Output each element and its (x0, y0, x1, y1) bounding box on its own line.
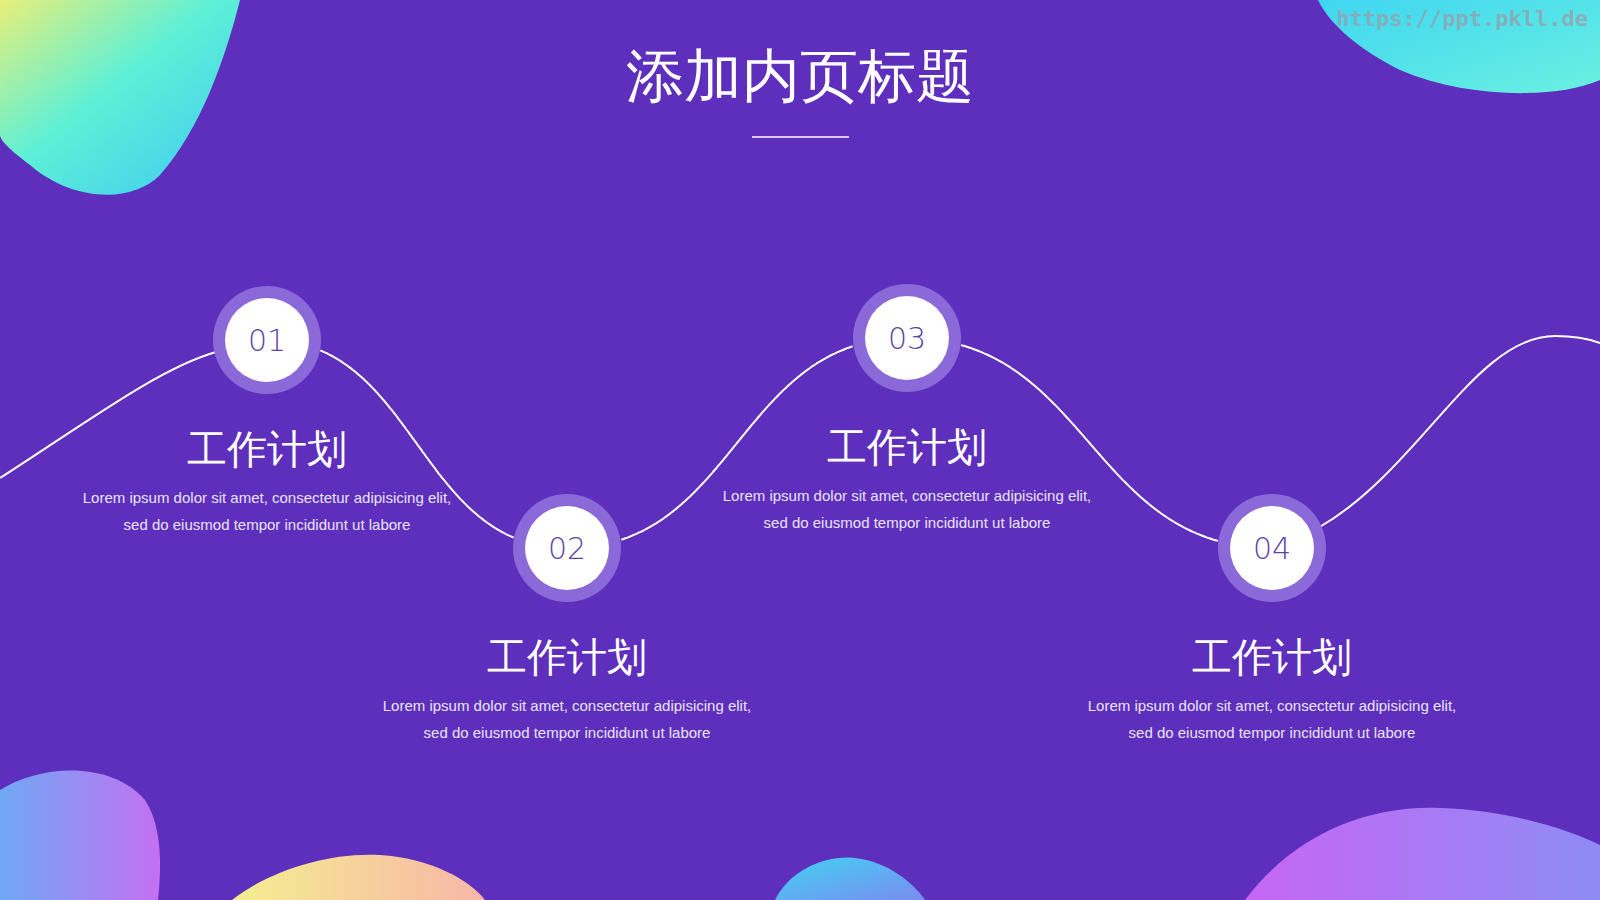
timeline-step: 04 工作计划 Lorem ipsum dolor sit amet, consec… (1082, 494, 1462, 746)
wave-connector (621, 346, 852, 539)
step-circle: 03 (853, 284, 961, 392)
step-description: Lorem ipsum dolor sit amet, consectetur … (722, 482, 1092, 536)
step-number: 02 (548, 531, 586, 566)
step-circle-inner: 04 (1230, 506, 1314, 590)
step-circle-inner: 01 (225, 298, 309, 382)
step-circle: 04 (1218, 494, 1326, 602)
step-heading: 工作计划 (187, 426, 347, 472)
page-title: 添加内页标题 (0, 40, 1600, 112)
wave-connector (961, 345, 1218, 541)
step-heading: 工作计划 (827, 424, 987, 470)
timeline-step: 02 工作计划 Lorem ipsum dolor sit amet, consec… (377, 494, 757, 746)
timeline-step: 01 工作计划 Lorem ipsum dolor sit amet, consec… (77, 286, 457, 538)
step-circle-inner: 02 (525, 506, 609, 590)
step-description: Lorem ipsum dolor sit amet, consectetur … (382, 692, 752, 746)
step-heading: 工作计划 (1192, 634, 1352, 680)
wave-connector (320, 350, 513, 537)
step-number: 04 (1253, 531, 1291, 566)
watermark: https://ppt.pkll.de (1336, 6, 1588, 31)
timeline-step: 03 工作计划 Lorem ipsum dolor sit amet, consec… (717, 284, 1097, 536)
step-number: 01 (248, 323, 286, 358)
step-circle: 02 (513, 494, 621, 602)
step-heading: 工作计划 (487, 634, 647, 680)
step-circle-inner: 03 (865, 296, 949, 380)
step-description: Lorem ipsum dolor sit amet, consectetur … (82, 484, 452, 538)
step-circle: 01 (213, 286, 321, 394)
step-number: 03 (888, 321, 926, 356)
step-description: Lorem ipsum dolor sit amet, consectetur … (1087, 692, 1457, 746)
